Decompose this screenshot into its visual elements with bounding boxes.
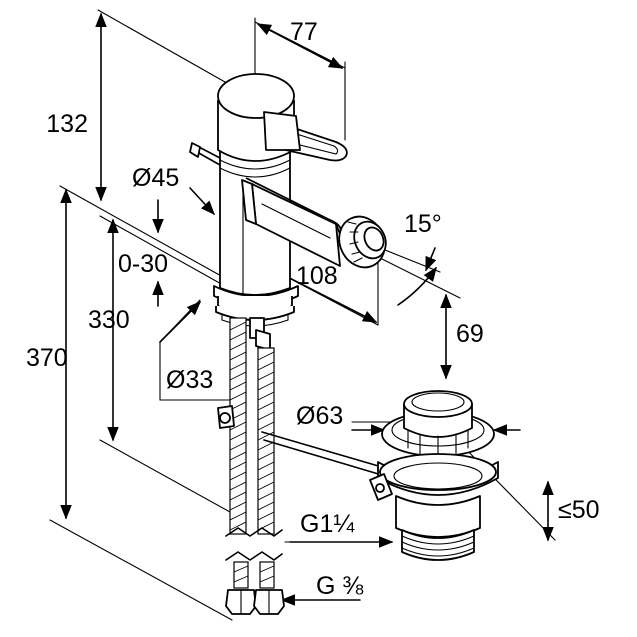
pop-up-linkage — [217, 405, 393, 479]
dim-total-height: 370 — [26, 344, 68, 372]
waste-fitting — [369, 390, 499, 561]
dim-waste-diameter: Ø63 — [296, 402, 343, 430]
dim-height-top: 132 — [46, 110, 88, 138]
dim-counter-range: 330 — [88, 306, 130, 334]
supply-hoses — [225, 317, 285, 615]
dim-spout-angle: 15° — [404, 210, 442, 238]
dim-spout-height: 69 — [456, 320, 484, 348]
mixer-body — [189, 73, 387, 327]
dim-mount-diameter: Ø33 — [166, 366, 213, 394]
dimension-labels: 132 77 Ø45 0-30 108 15° 69 330 370 Ø33 Ø… — [26, 18, 600, 600]
dim-spout-offset: 77 — [290, 18, 318, 46]
dim-waste-thread: G1¼ — [300, 510, 355, 538]
dim-spout-reach: 108 — [296, 262, 338, 290]
dim-clamp-range: 0-30 — [118, 250, 168, 278]
dim-hose-thread: G ⅜ — [316, 572, 363, 600]
dim-body-diameter: Ø45 — [132, 164, 179, 192]
hose-braid-hatching — [229, 321, 275, 531]
dim-waste-depth: ≤50 — [558, 496, 600, 524]
